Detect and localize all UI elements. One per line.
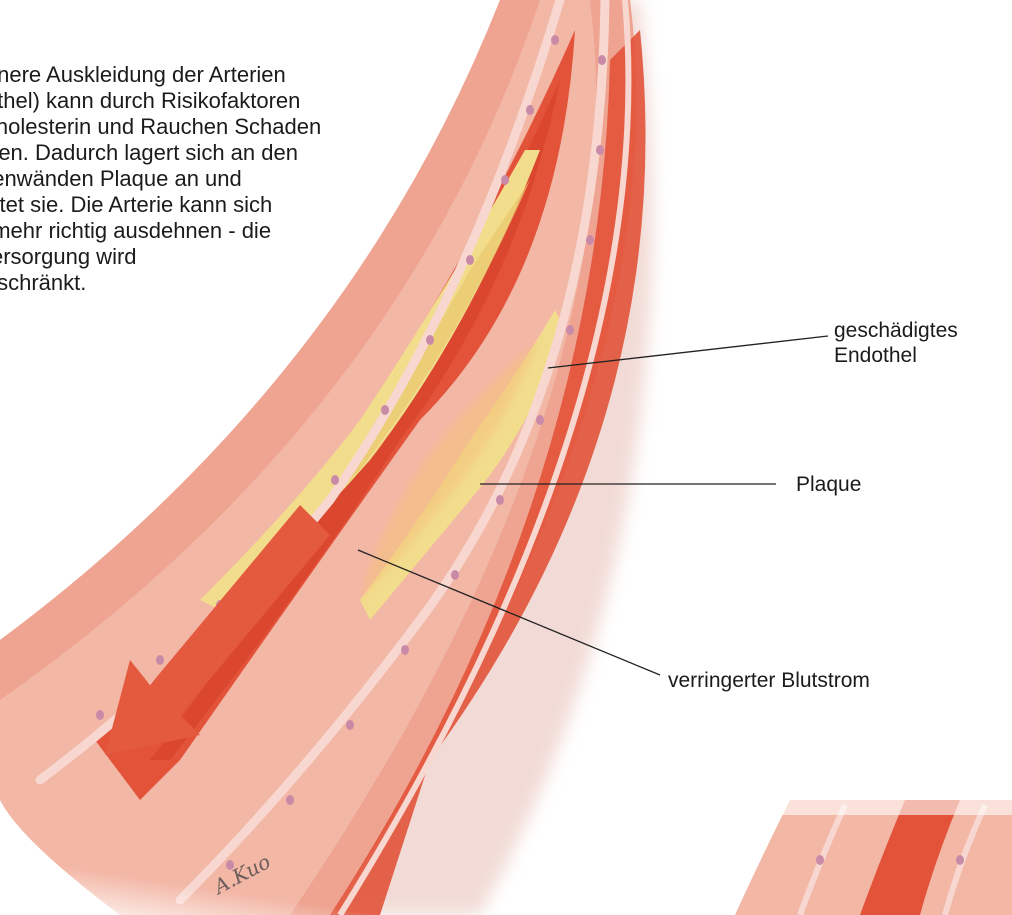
description-line: versorgung wird [0,244,440,270]
fade-overlay [0,700,420,915]
description-line: jeschränkt. [0,270,440,296]
label-plaque: Plaque [796,472,861,497]
label-endothelium-line1: geschädigtes [834,318,958,343]
description-text: innere Auskleidung der Arterien lothel) … [0,62,440,296]
label-blood-flow: verringerter Blutstrom [668,668,870,693]
label-endothelium: geschädigtes Endothel [834,318,958,368]
description-line: men. Dadurch lagert sich an den [0,140,440,166]
label-endothelium-line2: Endothel [834,343,958,368]
vessel-fragment [735,795,1012,915]
description-line: Cholesterin und Rauchen Schaden [0,114,440,140]
description-line: t mehr richtig ausdehnen - die [0,218,440,244]
description-line: rienwänden Plaque an und [0,166,440,192]
description-line: lothel) kann durch Risikofaktoren [0,88,440,114]
description-line: innere Auskleidung der Arterien [0,62,440,88]
description-line: ärtet sie. Die Arterie kann sich [0,192,440,218]
